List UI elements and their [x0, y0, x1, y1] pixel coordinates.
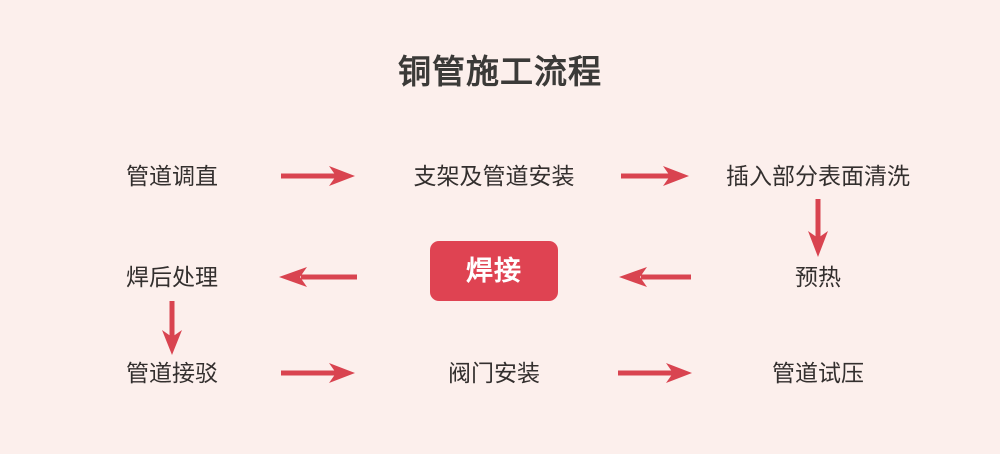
arrow-down-icon — [805, 197, 831, 259]
arrow-down-icon — [159, 299, 185, 357]
page-title: 铜管施工流程 — [398, 53, 602, 90]
arrow-right-icon — [279, 360, 357, 386]
flow-node-han-jie-highlight[interactable]: 焊接 — [430, 241, 558, 301]
arrow-right-icon — [616, 360, 694, 386]
arrow-left-icon — [277, 264, 359, 290]
flow-node-guan-dao-tiao-zhi[interactable]: 管道调直 — [126, 163, 218, 189]
flow-node-fa-men-an-zhuang[interactable]: 阀门安装 — [448, 360, 540, 386]
arrow-right-icon — [619, 163, 691, 189]
flow-node-guan-dao-shi-ya[interactable]: 管道试压 — [772, 360, 864, 386]
arrow-right-icon — [279, 163, 357, 189]
flow-node-zhi-jia-ji-guan-dao-an-zhuang[interactable]: 支架及管道安装 — [413, 163, 575, 189]
flow-node-guan-dao-jie-bo[interactable]: 管道接驳 — [126, 360, 218, 386]
flow-node-yu-re[interactable]: 预热 — [795, 264, 841, 290]
arrow-left-icon — [617, 264, 693, 290]
flow-node-cha-ru-bu-fen-biao-mian-qing-xi[interactable]: 插入部分表面清洗 — [726, 163, 910, 189]
flow-node-han-hou-chu-li[interactable]: 焊后处理 — [126, 264, 218, 290]
